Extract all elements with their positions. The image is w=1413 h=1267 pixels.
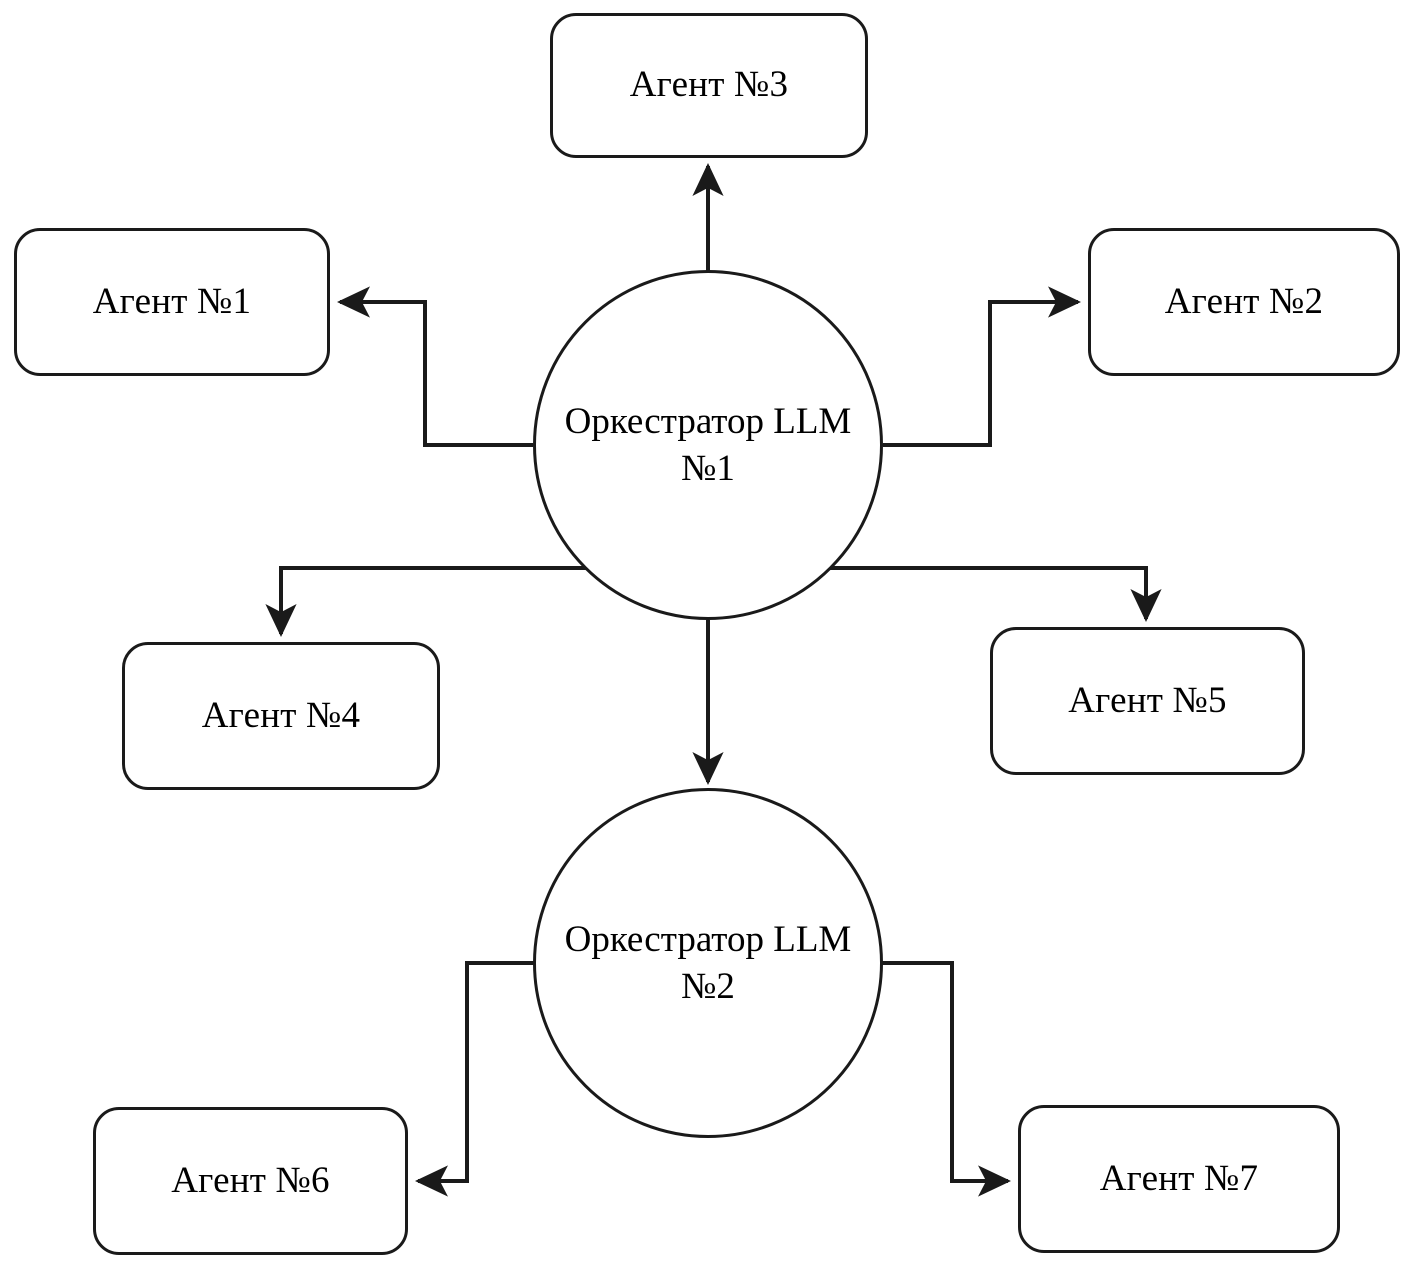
agent-node-1[interactable]: Агент №1 — [14, 228, 330, 376]
connector-orchestrator2-agent6 — [415, 961, 535, 1197]
orchestrator-node-1-label: Оркестратор LLM №1 — [564, 400, 852, 489]
orchestrator-node-1[interactable]: Оркестратор LLM №1 — [533, 270, 883, 620]
agent-node-3-label: Агент №3 — [629, 64, 789, 106]
agent-node-3[interactable]: Агент №3 — [550, 13, 868, 158]
connector-orchestrator2-agent7 — [881, 961, 1011, 1197]
orchestrator-node-2-label: Оркестратор LLM №2 — [564, 918, 852, 1007]
connector-orchestrator1-agent5 — [848, 566, 1162, 622]
agent-node-6-label: Агент №6 — [171, 1159, 330, 1201]
agent-node-5[interactable]: Агент №5 — [990, 627, 1305, 775]
agent-node-4[interactable]: Агент №4 — [122, 642, 440, 790]
orchestrator-node-2[interactable]: Оркестратор LLM №2 — [533, 788, 883, 1138]
connector-orchestrator1-agent2 — [883, 286, 1081, 447]
agent-node-1-label: Агент №1 — [92, 280, 252, 322]
agent-node-4-label: Агент №4 — [201, 694, 361, 736]
agent-node-6[interactable]: Агент №6 — [93, 1107, 408, 1255]
connector-orchestrator1-agent1 — [337, 286, 533, 447]
agent-node-2[interactable]: Агент №2 — [1088, 228, 1400, 376]
agent-node-7-label: Агент №7 — [1099, 1157, 1259, 1199]
agent-node-2-label: Агент №2 — [1164, 280, 1324, 322]
agent-node-5-label: Агент №5 — [1068, 679, 1227, 721]
agent-node-7[interactable]: Агент №7 — [1018, 1105, 1340, 1253]
